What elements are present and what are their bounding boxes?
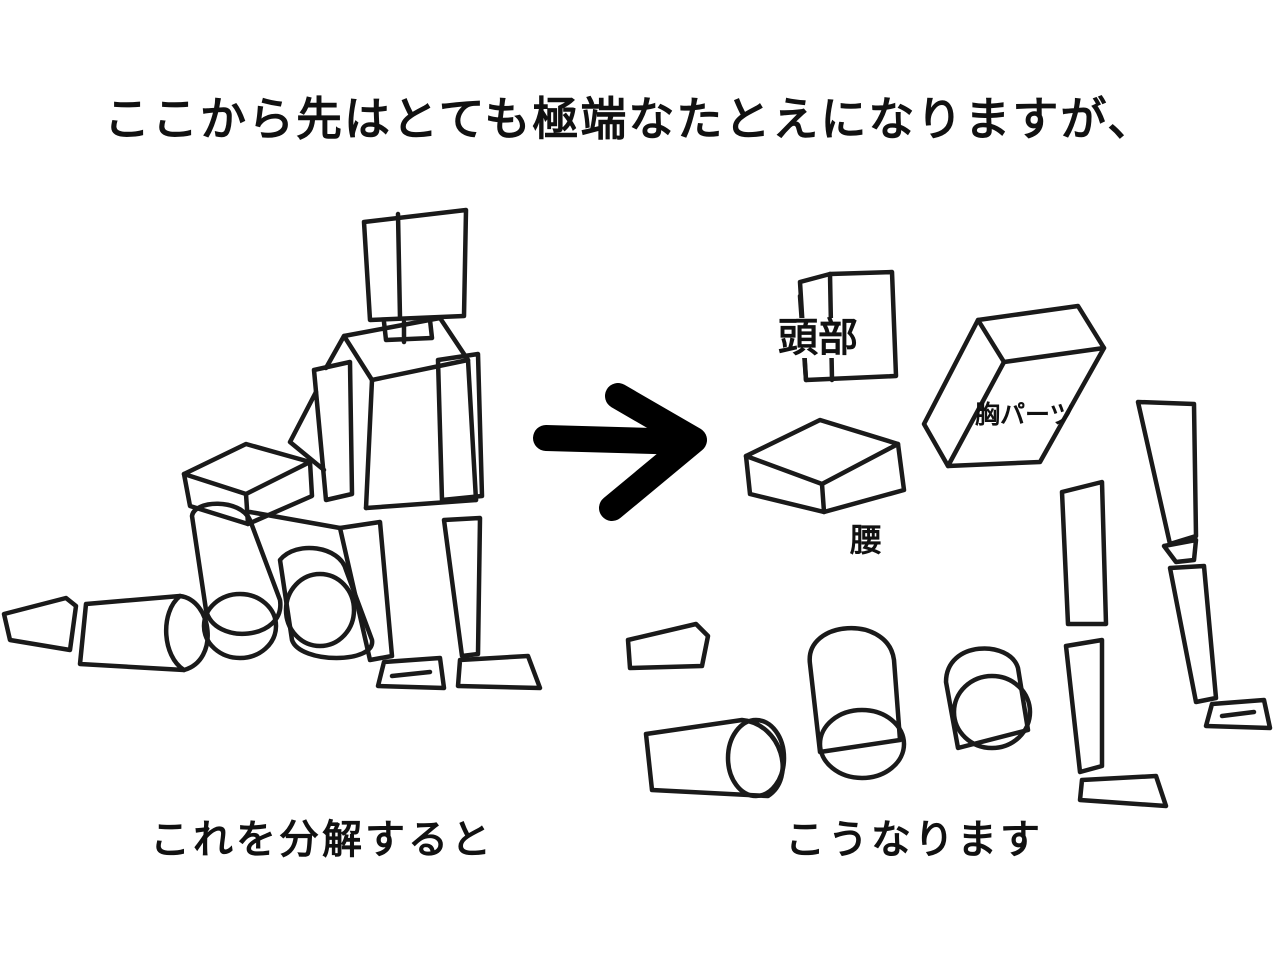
part-waist: [743, 417, 907, 515]
part-forearm: [1059, 479, 1169, 809]
part-thigh-cylinder-2: [943, 646, 1033, 751]
caption-right: こうなります: [785, 816, 1043, 863]
exploded-parts: [625, 269, 1273, 809]
label-waist: 腰: [850, 521, 883, 559]
label-head: 頭部: [778, 315, 858, 361]
transform-arrow: [533, 383, 707, 521]
part-upper-arm-right: [1135, 399, 1273, 731]
assembled-head: [361, 207, 469, 323]
part-thigh-cylinder-1: [807, 626, 907, 781]
assembled-thighs: [189, 501, 375, 661]
heading-text: ここから先はとても極端なたとえになりますが、: [104, 92, 1156, 146]
assembled-neck: [381, 317, 435, 345]
assembled-chest: [323, 315, 479, 511]
assembled-figure: [1, 207, 543, 691]
part-shin-cylinder: [643, 717, 787, 799]
assembled-shins: [1, 593, 210, 673]
assembled-arms: [287, 351, 543, 691]
label-chest: 胸パーツ: [975, 400, 1075, 429]
assembled-pelvis: [181, 441, 343, 531]
part-chest: [921, 303, 1107, 469]
part-foot-wedge: [625, 621, 711, 671]
caption-left: これを分解すると: [150, 816, 494, 863]
